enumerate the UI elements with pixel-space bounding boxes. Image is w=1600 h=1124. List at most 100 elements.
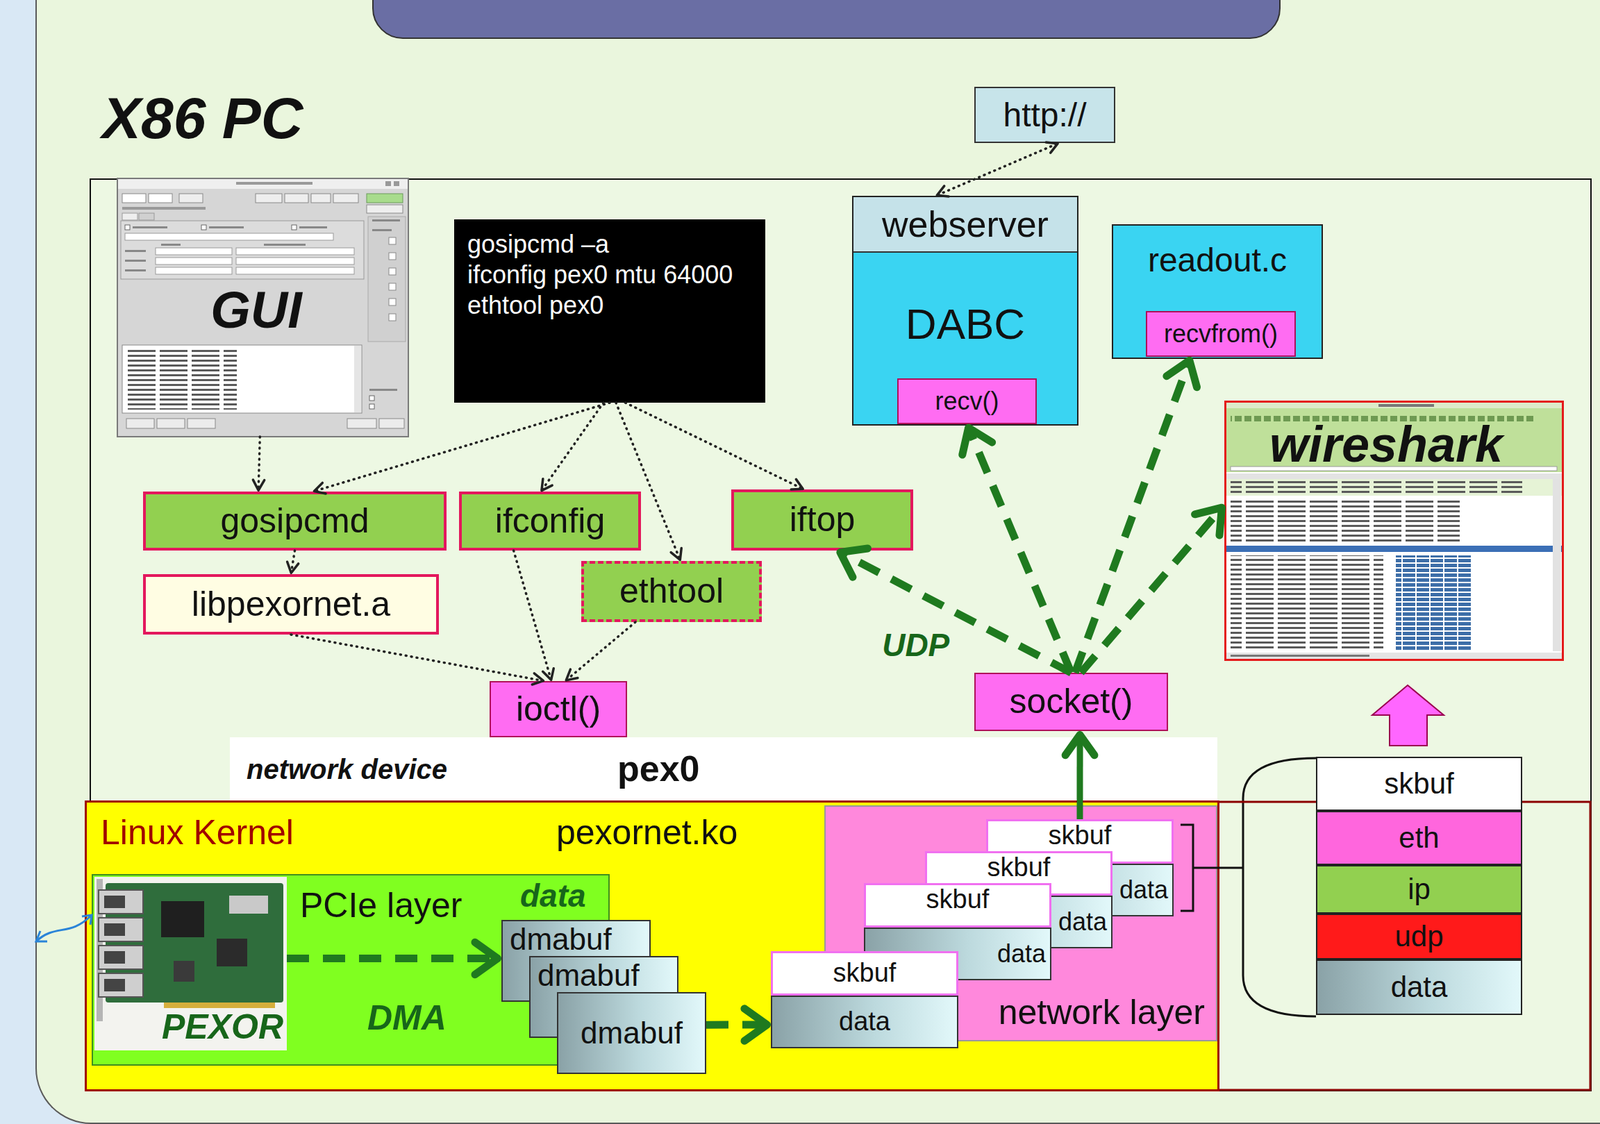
connector-line [290, 634, 542, 681]
text-slot: DABC [853, 272, 1078, 377]
node-text: gosipcmd [220, 501, 370, 542]
text-slot: recv() [898, 379, 1036, 423]
text-slot: http:// [975, 88, 1114, 142]
wireshark-screenshot [1226, 652, 1562, 660]
node-text: PEXOR [161, 1007, 284, 1048]
node-text: skbuf [1384, 767, 1454, 801]
function-box: recv() [897, 378, 1037, 425]
text-slot: dmabuf [502, 921, 650, 958]
connector-line [315, 402, 610, 491]
node-text: pex0 [617, 748, 700, 791]
connector-line [513, 550, 551, 679]
gui-window: GUI [117, 178, 409, 437]
text-slot: PEXOR [94, 1007, 284, 1048]
text-slot: ethtool pex0 [467, 290, 760, 321]
wireshark-screenshot [1230, 654, 1370, 657]
gui-screenshot [117, 178, 409, 437]
gui-screenshot [369, 404, 375, 410]
node-text: dmabuf [509, 924, 612, 955]
connector-line [845, 554, 1072, 673]
program-box: readout.crecvfrom() [1111, 224, 1323, 360]
label-slot: DMA [367, 998, 447, 1039]
device-band: network devicepex0 [229, 737, 1218, 801]
gui-screenshot [388, 283, 396, 291]
node-text: wireshark [1269, 415, 1503, 474]
node-text: data [1390, 970, 1448, 1005]
arrow-head [541, 479, 553, 491]
text-slot: recvfrom() [1147, 312, 1295, 356]
server-box: webserverDABC recv() [852, 195, 1079, 426]
gui-screenshot [388, 268, 396, 275]
gui-screenshot [379, 418, 405, 429]
wireshark-screenshot [1226, 479, 1562, 496]
text-slot: skbuf [1317, 758, 1521, 810]
arrow-head [840, 548, 869, 578]
wireshark-screenshot [1230, 411, 1439, 414]
function-box: recvfrom() [1145, 311, 1296, 357]
gui-screenshot [311, 193, 331, 203]
connector-line [567, 622, 636, 680]
gui-screenshot [161, 243, 181, 246]
gui-screenshot [179, 193, 203, 203]
node-text: skbuf [926, 886, 990, 913]
gui-screenshot [263, 243, 306, 246]
fiber-link [36, 915, 92, 942]
node-text: recvfrom() [1163, 319, 1278, 348]
text-slot: ioctl() [490, 682, 626, 737]
gui-screenshot [347, 418, 377, 429]
socket-buffer: skbuf data [770, 951, 959, 1049]
arrow-head [1166, 360, 1198, 388]
text-slot: libpexornet.a [145, 577, 437, 632]
arrow-head [287, 561, 299, 573]
node-text: skbuf [833, 958, 897, 989]
connector [840, 548, 1072, 673]
node-text: pexornet.ko [556, 813, 738, 854]
wireshark-screenshot [1226, 402, 1562, 660]
terminal-box: gosipcmd –aifconfig pex0 mtu 64000ethtoo… [454, 219, 766, 403]
gui-screenshot [236, 247, 355, 255]
connector [625, 402, 803, 490]
node-text: webserver [881, 204, 1049, 246]
tool-box: gosipcmd [143, 491, 447, 551]
gui-screenshot [372, 219, 400, 222]
node-text: ip [1407, 872, 1431, 907]
wireshark-screenshot [1226, 473, 1562, 480]
connector [1075, 360, 1197, 673]
gui-screenshot [385, 181, 391, 187]
fiber-link [36, 931, 48, 942]
fiber-link [36, 915, 92, 942]
node-text: skbuf [987, 854, 1051, 881]
gui-screenshot [125, 250, 146, 253]
node-text: skbuf [1048, 822, 1112, 849]
connector [565, 622, 636, 681]
text-slot: iftop [734, 492, 911, 548]
wireshark-screenshot [1230, 481, 1523, 496]
connector [936, 142, 1058, 197]
text-slot: wireshark [1226, 420, 1546, 469]
kernel-outline [1219, 801, 1316, 804]
connector [513, 550, 555, 680]
gui-screenshot [122, 206, 206, 210]
kernel-region: Linux Kernelpexornet.koPCIe layerPEXORdm… [84, 800, 1220, 1092]
text-slot: ifconfig [461, 494, 639, 548]
packet-field: skbuf [1315, 756, 1523, 812]
packet-field: udp [1315, 913, 1523, 960]
node-text: recv() [935, 386, 1000, 416]
node-text: libpexornet.a [191, 584, 391, 625]
connector [1080, 507, 1222, 673]
gui-screenshot [125, 348, 237, 410]
gui-screenshot [118, 179, 408, 189]
gui-screenshot [156, 418, 185, 429]
connector [252, 436, 264, 491]
gui-screenshot [369, 395, 375, 401]
wireshark-screenshot [1378, 404, 1435, 407]
node-text: DABC [905, 299, 1025, 349]
gui-screenshot [366, 193, 403, 203]
data-label: data [520, 877, 587, 915]
kernel-outline [1219, 802, 1591, 1091]
node-text: data [838, 1006, 891, 1038]
gui-screenshot [125, 259, 146, 262]
gui-screenshot [388, 298, 396, 306]
gui-screenshot [388, 237, 396, 245]
